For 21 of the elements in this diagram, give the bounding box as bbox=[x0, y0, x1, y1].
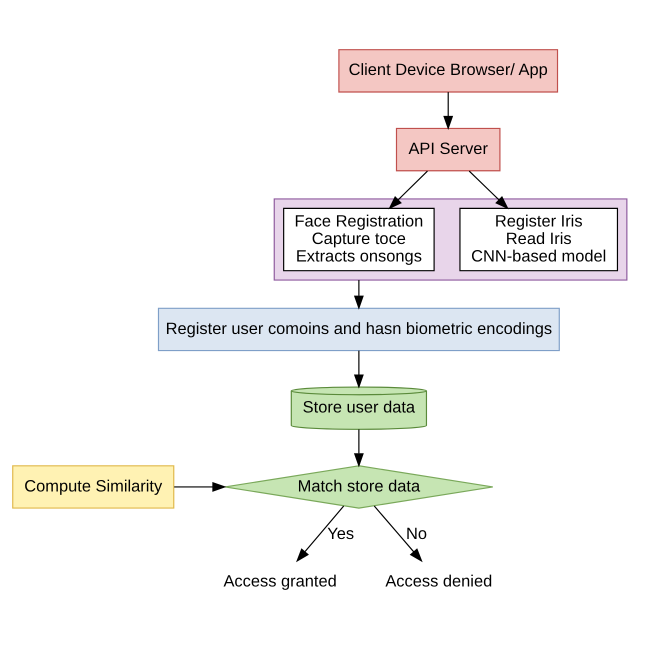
arrow bbox=[388, 170, 428, 210]
node-box: Register user comoins and hasn biometric encodings bbox=[158, 308, 560, 352]
cluster bbox=[274, 198, 628, 281]
node-box: Register Iris Read Iris CNN-based model bbox=[459, 208, 618, 272]
node-diamond: Match store data bbox=[224, 465, 494, 509]
arrow bbox=[296, 506, 344, 562]
node-box: API Server bbox=[396, 128, 501, 172]
edge-label: No bbox=[406, 524, 427, 543]
node-box: Client Device Browser/ App bbox=[338, 49, 558, 93]
node-text: Access denied bbox=[385, 572, 492, 590]
arrow bbox=[354, 350, 364, 389]
node-text: Access granted bbox=[223, 572, 337, 590]
arrow bbox=[174, 482, 226, 492]
node-box: Compute Similarity bbox=[12, 465, 174, 509]
arrow bbox=[468, 170, 509, 210]
arrow bbox=[443, 92, 454, 130]
arrow bbox=[354, 429, 364, 468]
edge-label: Yes bbox=[327, 524, 354, 543]
arrow bbox=[354, 280, 364, 310]
node-box: Face Registration Capture toce Extracts onsongs bbox=[283, 208, 435, 272]
arrow bbox=[374, 506, 423, 562]
